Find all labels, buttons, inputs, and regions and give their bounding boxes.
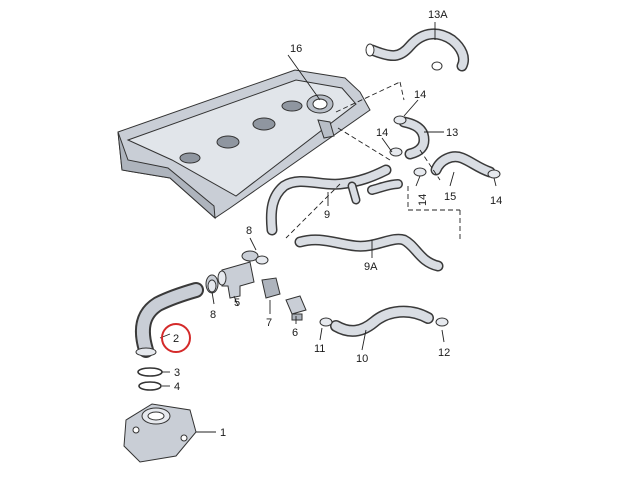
seal-ring-4 — [138, 381, 162, 391]
valve-7 — [261, 277, 281, 299]
label-8-a: 8 — [246, 225, 252, 237]
label-5: 5 — [234, 297, 240, 309]
seal-ring-3 — [137, 367, 163, 377]
label-7: 7 — [266, 317, 272, 329]
hose-13 — [398, 116, 430, 160]
hose-9a — [294, 233, 444, 272]
label-13a: 13A — [428, 9, 448, 21]
label-9a: 9A — [364, 261, 378, 273]
label-13: 13 — [446, 127, 458, 139]
valve-cover — [117, 69, 371, 220]
label-12: 12 — [438, 347, 450, 359]
label-6: 6 — [292, 327, 298, 339]
label-10: 10 — [356, 353, 368, 365]
label-14-d: 14 — [490, 195, 502, 207]
flange-housing-1 — [123, 403, 197, 463]
label-16: 16 — [290, 43, 302, 55]
hose-9 — [265, 164, 403, 236]
t-connector-5 — [217, 261, 255, 299]
label-15: 15 — [444, 191, 456, 203]
label-1: 1 — [220, 427, 226, 439]
label-9: 9 — [324, 209, 330, 221]
hose-13a — [365, 28, 470, 72]
label-3: 3 — [174, 367, 180, 379]
callout-labels: 16 13A 14 14 13 14 15 14 9 9A 8 8 5 7 6 … — [173, 9, 502, 439]
hose-10 — [330, 305, 434, 337]
highlight-circle — [161, 323, 191, 353]
connector-6 — [285, 295, 307, 321]
label-14-c: 14 — [417, 194, 429, 206]
dashed-connection-lines — [285, 81, 461, 240]
label-11: 11 — [314, 343, 325, 355]
label-8-b: 8 — [210, 309, 216, 321]
hose-15 — [430, 151, 496, 178]
hose-clamps — [207, 115, 501, 327]
label-4: 4 — [174, 381, 180, 393]
pipe-2 — [134, 282, 204, 358]
label-14-b: 14 — [376, 127, 388, 139]
label-2: 2 — [173, 333, 179, 345]
label-14-a: 14 — [414, 89, 426, 101]
